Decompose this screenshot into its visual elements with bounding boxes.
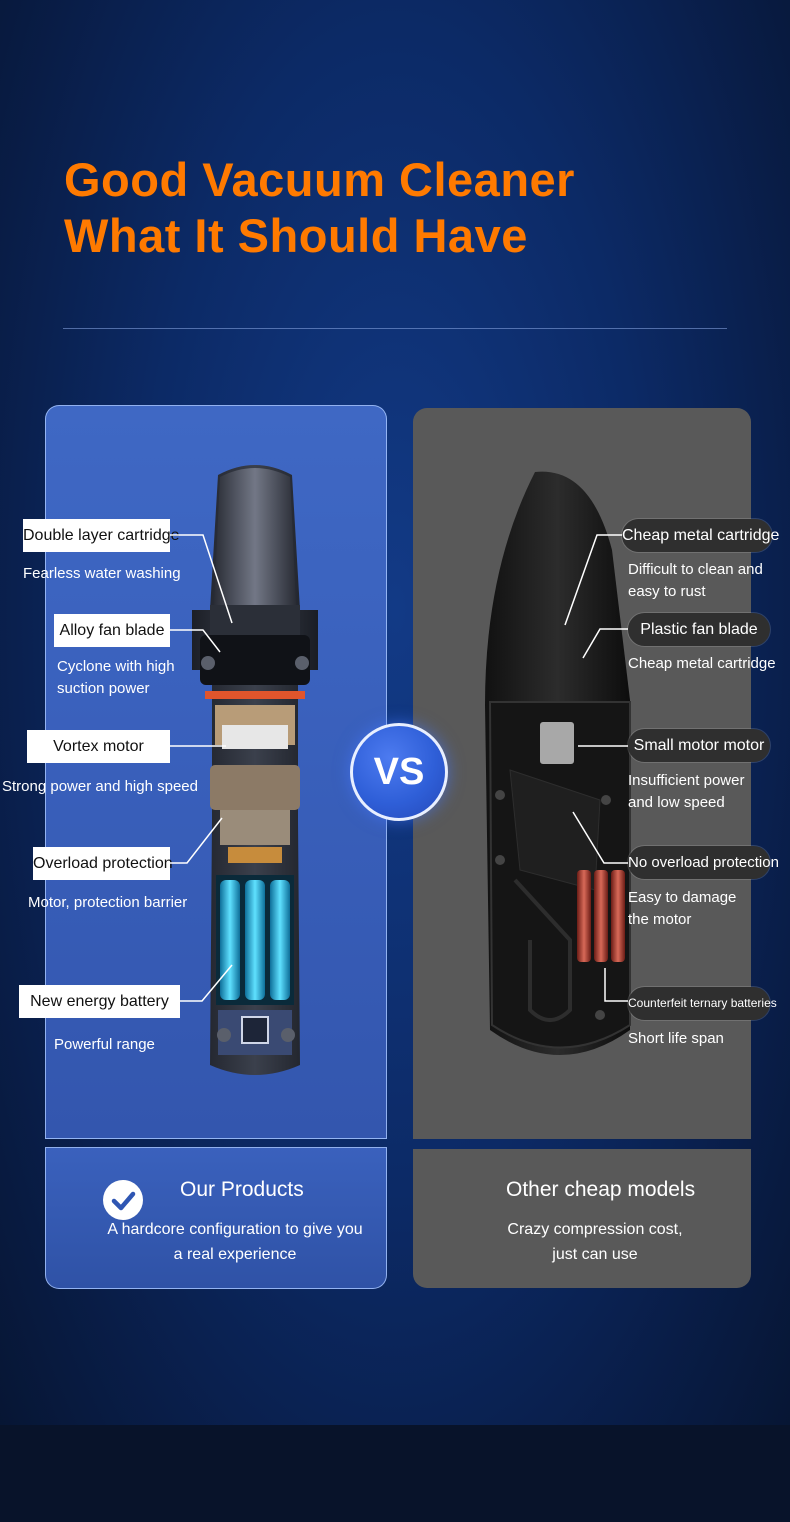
other-feature-label-2: Plastic fan blade xyxy=(628,613,770,646)
vs-badge: VS xyxy=(350,723,448,821)
other-model-card xyxy=(413,1149,751,1288)
our-feature-note-5: Powerful range xyxy=(54,1036,155,1053)
other-feature-note-2: Cheap metal cartridge xyxy=(628,655,776,672)
other-vacuum-illustration xyxy=(485,471,631,1056)
our-feature-label-3: Vortex motor xyxy=(27,730,170,763)
our-feature-label-5: New energy battery xyxy=(19,985,180,1018)
our-feature-label-4: Overload protection xyxy=(33,847,173,880)
page-headline: Good Vacuum Cleaner What It Should Have xyxy=(64,152,744,264)
our-card-title: Our Products xyxy=(180,1178,304,1201)
our-feature-label-1: Double layer cartridge xyxy=(23,519,180,552)
our-feature-label-2: Alloy fan blade xyxy=(54,614,170,647)
other-card-title: Other cheap models xyxy=(506,1178,696,1201)
other-card-text: Crazy compression cost,just can use xyxy=(507,1221,683,1263)
our-product-card xyxy=(45,1147,387,1289)
headline-line-1: Good Vacuum Cleaner xyxy=(64,153,575,206)
other-feature-label-4: No overload protection xyxy=(628,846,779,879)
footer-band xyxy=(0,1425,790,1522)
other-feature-note-5: Short life span xyxy=(628,1030,724,1047)
other-feature-label-1: Cheap metal cartridge xyxy=(622,519,779,552)
check-circle-icon xyxy=(103,1180,143,1220)
our-feature-note-4: Motor, protection barrier xyxy=(28,894,188,911)
other-feature-label-5: Counterfeit ternary batteries xyxy=(628,987,777,1020)
headline-line-2: What It Should Have xyxy=(64,209,528,262)
headline-divider xyxy=(63,328,727,329)
our-vacuum-illustration xyxy=(192,465,318,1075)
other-feature-label-3: Small motor motor xyxy=(628,729,770,762)
our-feature-note-3: Strong power and high speed xyxy=(2,778,198,795)
our-feature-note-1: Fearless water washing xyxy=(23,565,181,582)
